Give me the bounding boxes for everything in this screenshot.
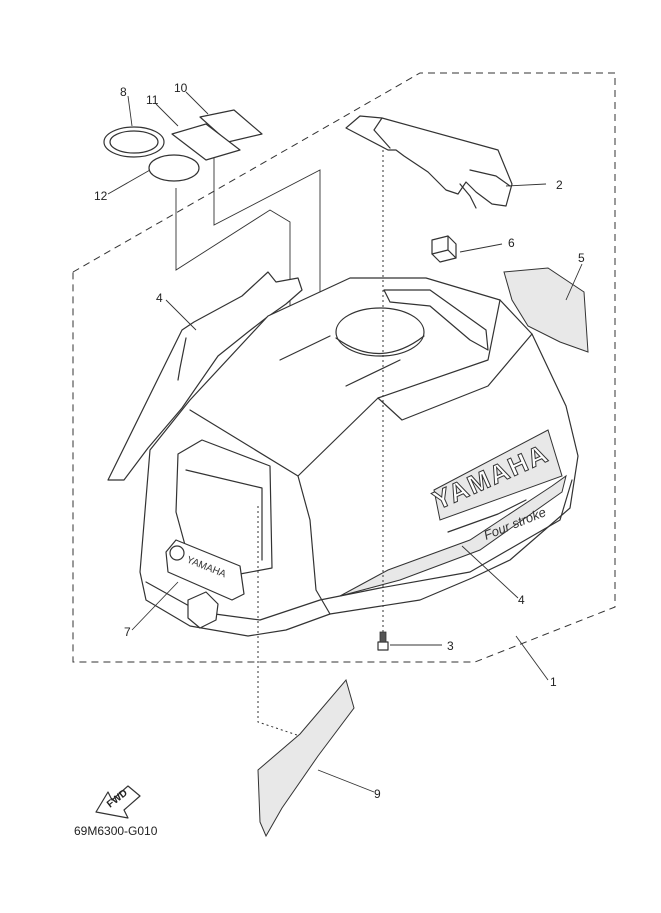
decal-9-centre-line: [257, 506, 301, 737]
oval-emblem-part: [148, 154, 200, 182]
callout-9: 9: [374, 787, 381, 801]
fwd-arrow-icon: [95, 785, 141, 819]
leader-11: [213, 155, 321, 380]
side-decal-part: [503, 267, 589, 353]
callout-5: 7: [124, 625, 131, 639]
callout-4-right: 4: [518, 593, 525, 607]
strip-decal-left-part: [107, 271, 303, 481]
callout-2: 2: [556, 178, 563, 192]
callout-11: 11: [146, 93, 159, 107]
ring-gasket-part: [103, 126, 165, 158]
assembly-boundary: [72, 72, 616, 663]
callout-1: 1: [550, 675, 557, 689]
callout-12: 12: [94, 189, 108, 203]
callout-8: 8: [120, 85, 127, 99]
top-cowling-part: [139, 277, 579, 637]
part-code: 69M6300-G010: [74, 824, 158, 838]
bolt-part: [377, 631, 389, 651]
bottom-decal-part: [257, 678, 355, 838]
strip-decal-fold: [177, 337, 187, 381]
callout-leaders: [107, 91, 583, 793]
callout-3: 3: [447, 639, 454, 653]
rear-handle-part: [345, 115, 513, 209]
callout-7: 6: [508, 236, 515, 250]
callout-4-left: 4: [156, 291, 163, 305]
small-block-part: [431, 235, 457, 263]
label-plate-part-11: [171, 123, 241, 161]
callout-10: 10: [174, 81, 188, 95]
callout-6: 5: [578, 251, 585, 265]
